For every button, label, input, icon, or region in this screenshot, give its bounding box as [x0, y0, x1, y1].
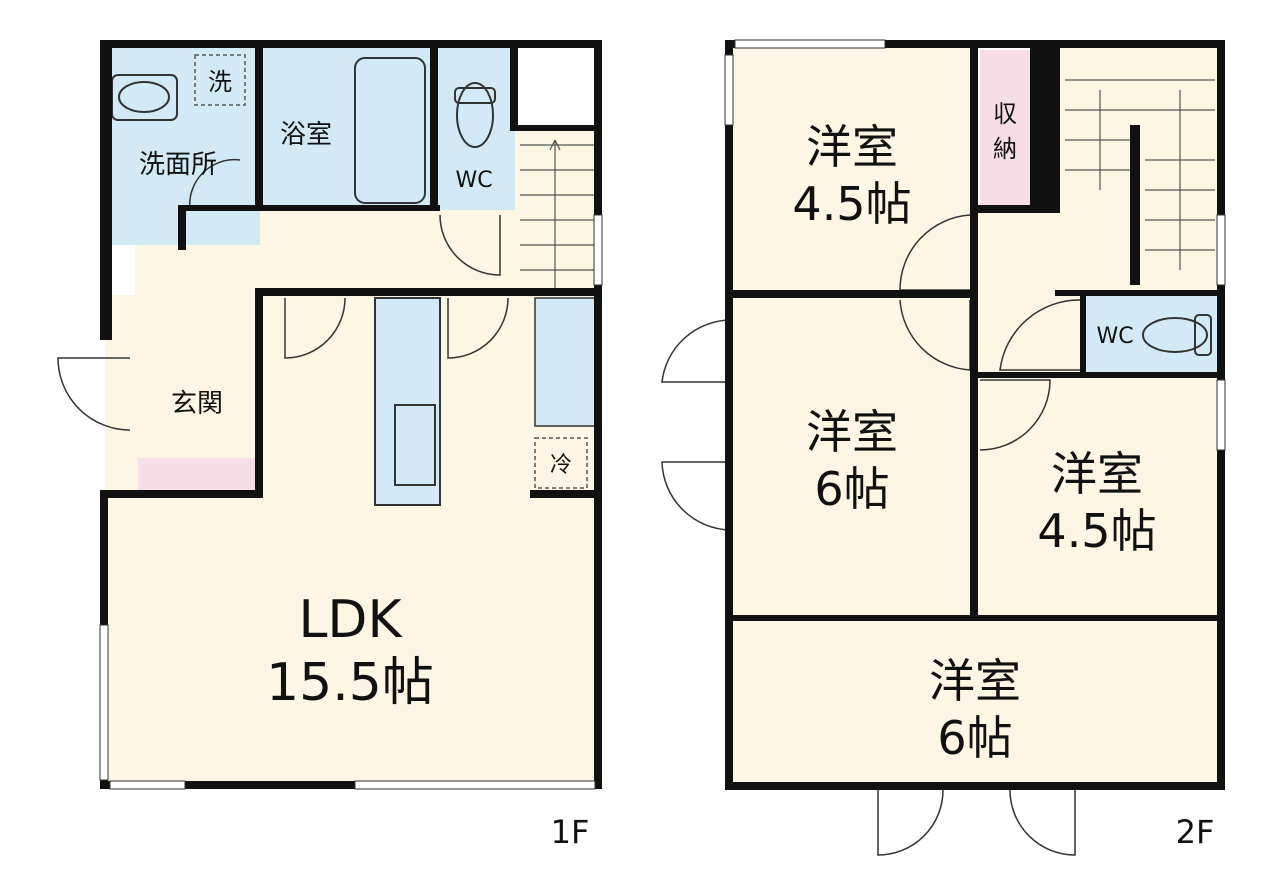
toilet-door-1f [439, 214, 501, 276]
floor-2f: 洋室 4.5帖 収 納 洋室 6帖 洋室 4.5帖 WC 洋室 6帖 2F [661, 39, 1226, 856]
room-b-floor [730, 295, 975, 620]
bath-floor [260, 45, 435, 210]
sink-bowl [118, 81, 170, 113]
wc-floor-2f [1085, 295, 1220, 373]
windows-2f [724, 39, 1226, 451]
ldk-size-label: 15.5帖 [266, 653, 434, 713]
room-a-size-label: 4.5帖 [792, 177, 911, 231]
stair-floor-1f [515, 125, 600, 295]
toilet-tank-1f [454, 87, 496, 104]
room-c-name-label: 洋室 [1051, 447, 1143, 501]
entrance-label: 玄関 [171, 389, 223, 419]
balcony-door-1 [661, 319, 731, 383]
kitchen-sink [394, 404, 436, 486]
floor-1f: 洗面所 洗 浴室 WC 玄関 冷 LDK 15.5帖 1F [57, 40, 603, 851]
bathtub [354, 57, 426, 204]
ldk-door-right [447, 297, 509, 359]
room-b-size-label: 6帖 [814, 462, 889, 516]
room-b-door [899, 299, 971, 371]
balcony-door-2 [661, 461, 731, 531]
entrance-floor [135, 295, 260, 460]
bath-label: 浴室 [280, 120, 332, 150]
room-c-door [979, 379, 1051, 451]
kitchen-cupboard [534, 297, 596, 427]
toilet-1f [456, 82, 494, 148]
entrance-door [57, 357, 131, 431]
storage-floor [980, 50, 1030, 205]
stairs-2f [1065, 79, 1215, 270]
floor-1f-label: 1F [551, 813, 590, 851]
kitchen-counter [374, 297, 441, 506]
bottom-door-right [1009, 789, 1076, 856]
entrance-step [138, 458, 255, 490]
washer-label: 洗 [208, 68, 232, 96]
room-d-name-label: 洋室 [929, 654, 1021, 708]
room-c-size-label: 4.5帖 [1037, 504, 1156, 558]
washroom-door [188, 158, 241, 211]
floor-2f-label: 2F [1176, 813, 1215, 851]
room-c-floor [975, 375, 1220, 620]
storage-label-2: 納 [993, 135, 1017, 163]
washer-space [194, 54, 246, 106]
room-a-floor [730, 45, 975, 295]
room-a-door [899, 214, 971, 291]
room-d-floor [730, 620, 1220, 785]
fridge-label: 冷 [550, 453, 572, 478]
room-b-name-label: 洋室 [806, 405, 898, 459]
ldk-door-left [284, 297, 346, 359]
toilet-tank-2f [1194, 314, 1212, 356]
ldk-name-label: LDK [298, 590, 403, 650]
room-a-name-label: 洋室 [806, 120, 898, 174]
storage-label-1: 収 [993, 100, 1017, 128]
wc-floor-1f [435, 45, 515, 210]
wc-label-2f: WC [1096, 324, 1133, 349]
windows-1f [99, 214, 603, 790]
room-d-size-label: 6帖 [937, 711, 1012, 765]
wc-door-2f [999, 299, 1081, 371]
fridge-space [534, 437, 588, 489]
washroom-label: 洗面所 [139, 150, 217, 180]
stairs-1f [520, 139, 597, 290]
wc-label-1f: WC [455, 168, 492, 193]
bottom-door-left [877, 789, 944, 856]
toilet-2f [1142, 317, 1208, 353]
